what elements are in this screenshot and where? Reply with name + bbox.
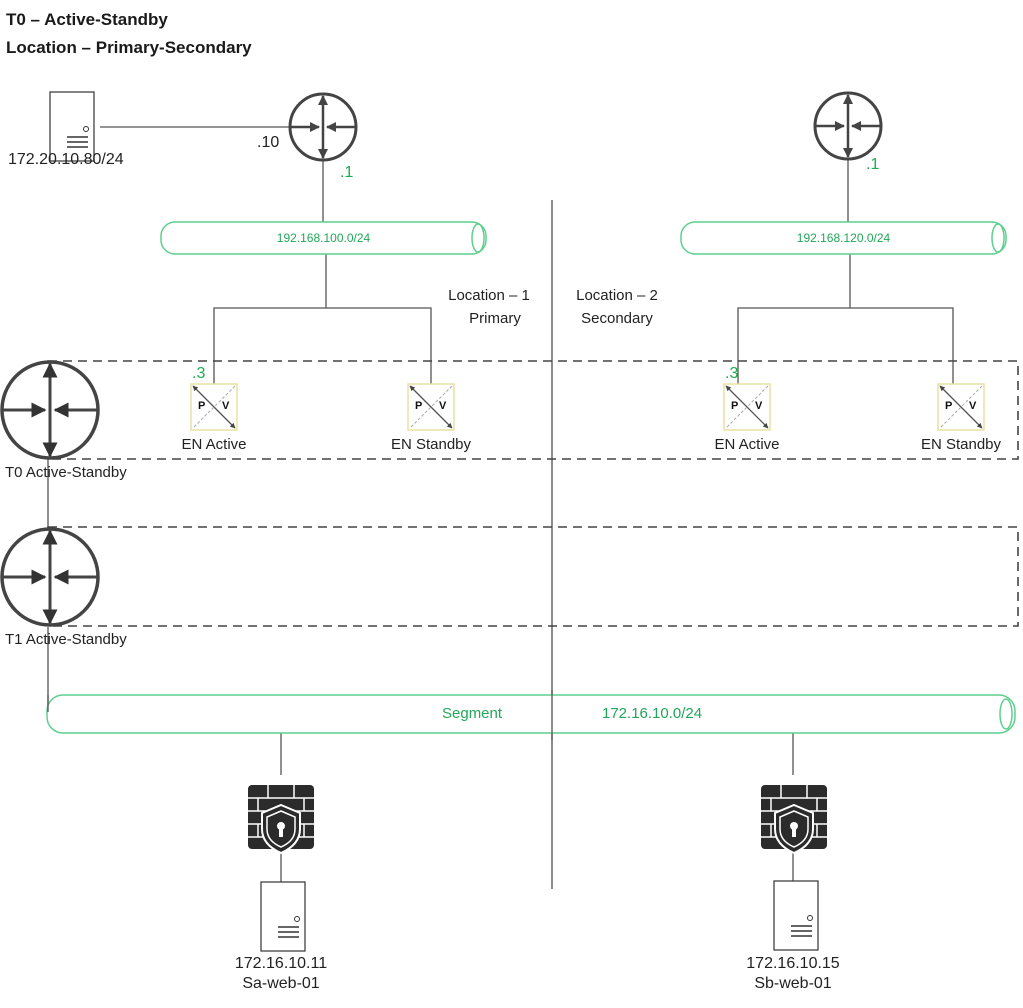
vm1-name: Sa-web-01 — [242, 975, 320, 992]
loc2-en-active-ip: .3 — [725, 365, 739, 382]
external-link-ip: .10 — [257, 134, 280, 151]
firewall-icon — [248, 785, 314, 855]
edge-node-icon — [407, 383, 455, 431]
router-icon — [288, 92, 358, 162]
network-pipe-icon — [160, 221, 487, 255]
t0-label: T0 Active-Standby — [5, 464, 127, 481]
edge-node-icon — [937, 383, 985, 431]
loc1-en-standby-label: EN Standby — [390, 436, 472, 453]
loc1-en-active-label: EN Active — [181, 436, 247, 453]
location1-role: Primary — [469, 310, 521, 327]
diagram-title: T0 – Active-Standby — [6, 10, 168, 29]
edge-node-p-label: P — [945, 400, 953, 412]
loc2-en-standby-label: EN Standby — [920, 436, 1002, 453]
location2-role: Secondary — [581, 310, 653, 327]
server-icon — [49, 91, 95, 162]
segment-pipe-icon — [46, 694, 1016, 734]
t0-router-icon — [0, 360, 100, 460]
network2-label: 192.168.120.0/24 — [796, 231, 891, 245]
edge-node-v-label: V — [439, 400, 447, 412]
firewall-icon — [761, 785, 827, 855]
location2-label: Location – 2 — [576, 287, 658, 304]
edge-node-v-label: V — [222, 400, 230, 412]
segment-label: Segment — [442, 705, 503, 722]
edge-node-p-label: P — [415, 400, 423, 412]
diagram-subtitle: Location – Primary-Secondary — [6, 38, 252, 57]
router1-ip: .1 — [340, 164, 354, 181]
edge-node-p-label: P — [198, 400, 206, 412]
edge-node-v-label: V — [969, 400, 977, 412]
edge-node-icon — [723, 383, 771, 431]
vm2-ip: 172.16.10.15 — [746, 955, 840, 972]
loc2-en-active-label: EN Active — [714, 436, 780, 453]
t1-label: T1 Active-Standby — [5, 631, 127, 648]
vm2-name: Sb-web-01 — [754, 975, 832, 992]
network-pipe-icon — [680, 221, 1007, 255]
segment-network: 172.16.10.0/24 — [602, 705, 703, 722]
connection-lines — [47, 126, 954, 883]
t1-cluster-box — [47, 526, 1019, 627]
external-server-address: 172.20.10.80/24 — [8, 151, 124, 168]
edge-node-p-label: P — [731, 400, 739, 412]
server-icon — [773, 880, 819, 951]
net2-to-edge-nodes — [737, 307, 954, 384]
edge-node-v-label: V — [755, 400, 763, 412]
network1-label: 192.168.100.0/24 — [276, 231, 371, 245]
net1-to-edge-nodes — [213, 307, 432, 384]
location1-label: Location – 1 — [448, 287, 530, 304]
edge-node-icon — [190, 383, 238, 431]
router-icon — [813, 91, 883, 161]
loc1-en-active-ip: .3 — [192, 365, 206, 382]
server-icon — [260, 881, 306, 952]
router2-ip: .1 — [866, 156, 880, 173]
t1-router-icon — [0, 527, 100, 627]
vm1-ip: 172.16.10.11 — [234, 955, 328, 972]
